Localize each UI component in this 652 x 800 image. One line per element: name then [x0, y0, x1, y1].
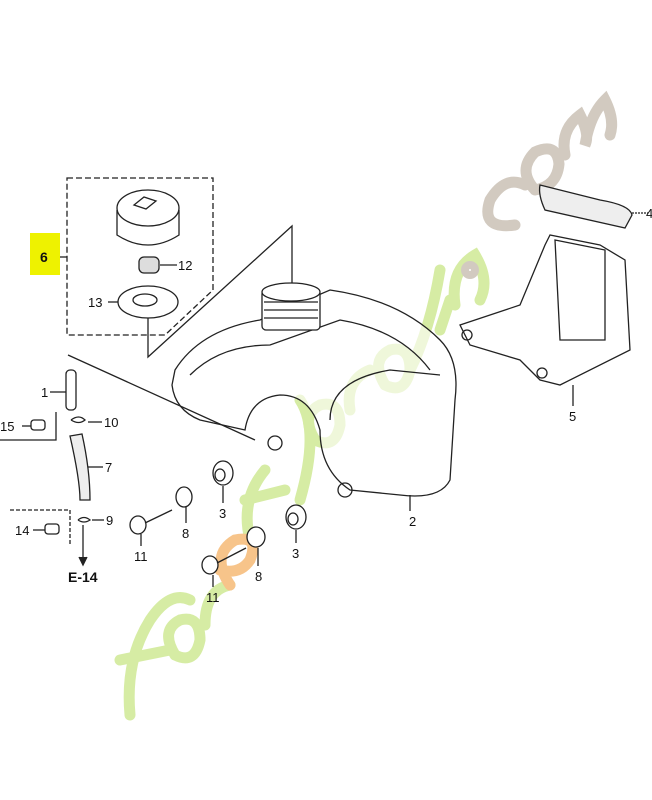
label-part-10[interactable]: 10 — [104, 415, 119, 430]
label-part-11[interactable]: 11 — [134, 549, 148, 564]
label-part-1[interactable]: 1 — [41, 385, 49, 400]
label-part-7[interactable]: 7 — [105, 460, 113, 475]
mount-hardware-1 — [129, 460, 234, 546]
cap-gasket — [117, 285, 179, 319]
fuel-tank — [171, 282, 457, 498]
fuel-cap — [116, 189, 180, 246]
label-part-14[interactable]: 14 — [15, 523, 30, 538]
highlight-part-6 — [30, 233, 60, 275]
label-part-4[interactable]: 4 — [646, 206, 652, 221]
label-part-11[interactable]: 11 — [206, 590, 220, 605]
mount-hardware-2 — [201, 504, 307, 587]
label-part-6[interactable]: 6 — [40, 249, 48, 265]
label-part-12[interactable]: 12 — [178, 258, 193, 273]
label-part-3[interactable]: 3 — [292, 546, 300, 561]
label-part-5[interactable]: 5 — [569, 409, 577, 424]
label-part-13[interactable]: 13 — [88, 295, 103, 310]
label-part-15[interactable]: 15 — [0, 419, 15, 434]
label-part-2[interactable]: 2 — [409, 514, 417, 529]
kit-box — [66, 177, 214, 336]
tank-bracket — [459, 234, 631, 386]
label-part-8[interactable]: 8 — [182, 526, 190, 541]
label-part-8[interactable]: 8 — [255, 569, 263, 584]
reference-e14[interactable]: E-14 — [68, 569, 98, 585]
rubber-pad — [538, 184, 633, 229]
label-part-9[interactable]: 9 — [106, 513, 114, 528]
label-part-3[interactable]: 3 — [219, 506, 227, 521]
